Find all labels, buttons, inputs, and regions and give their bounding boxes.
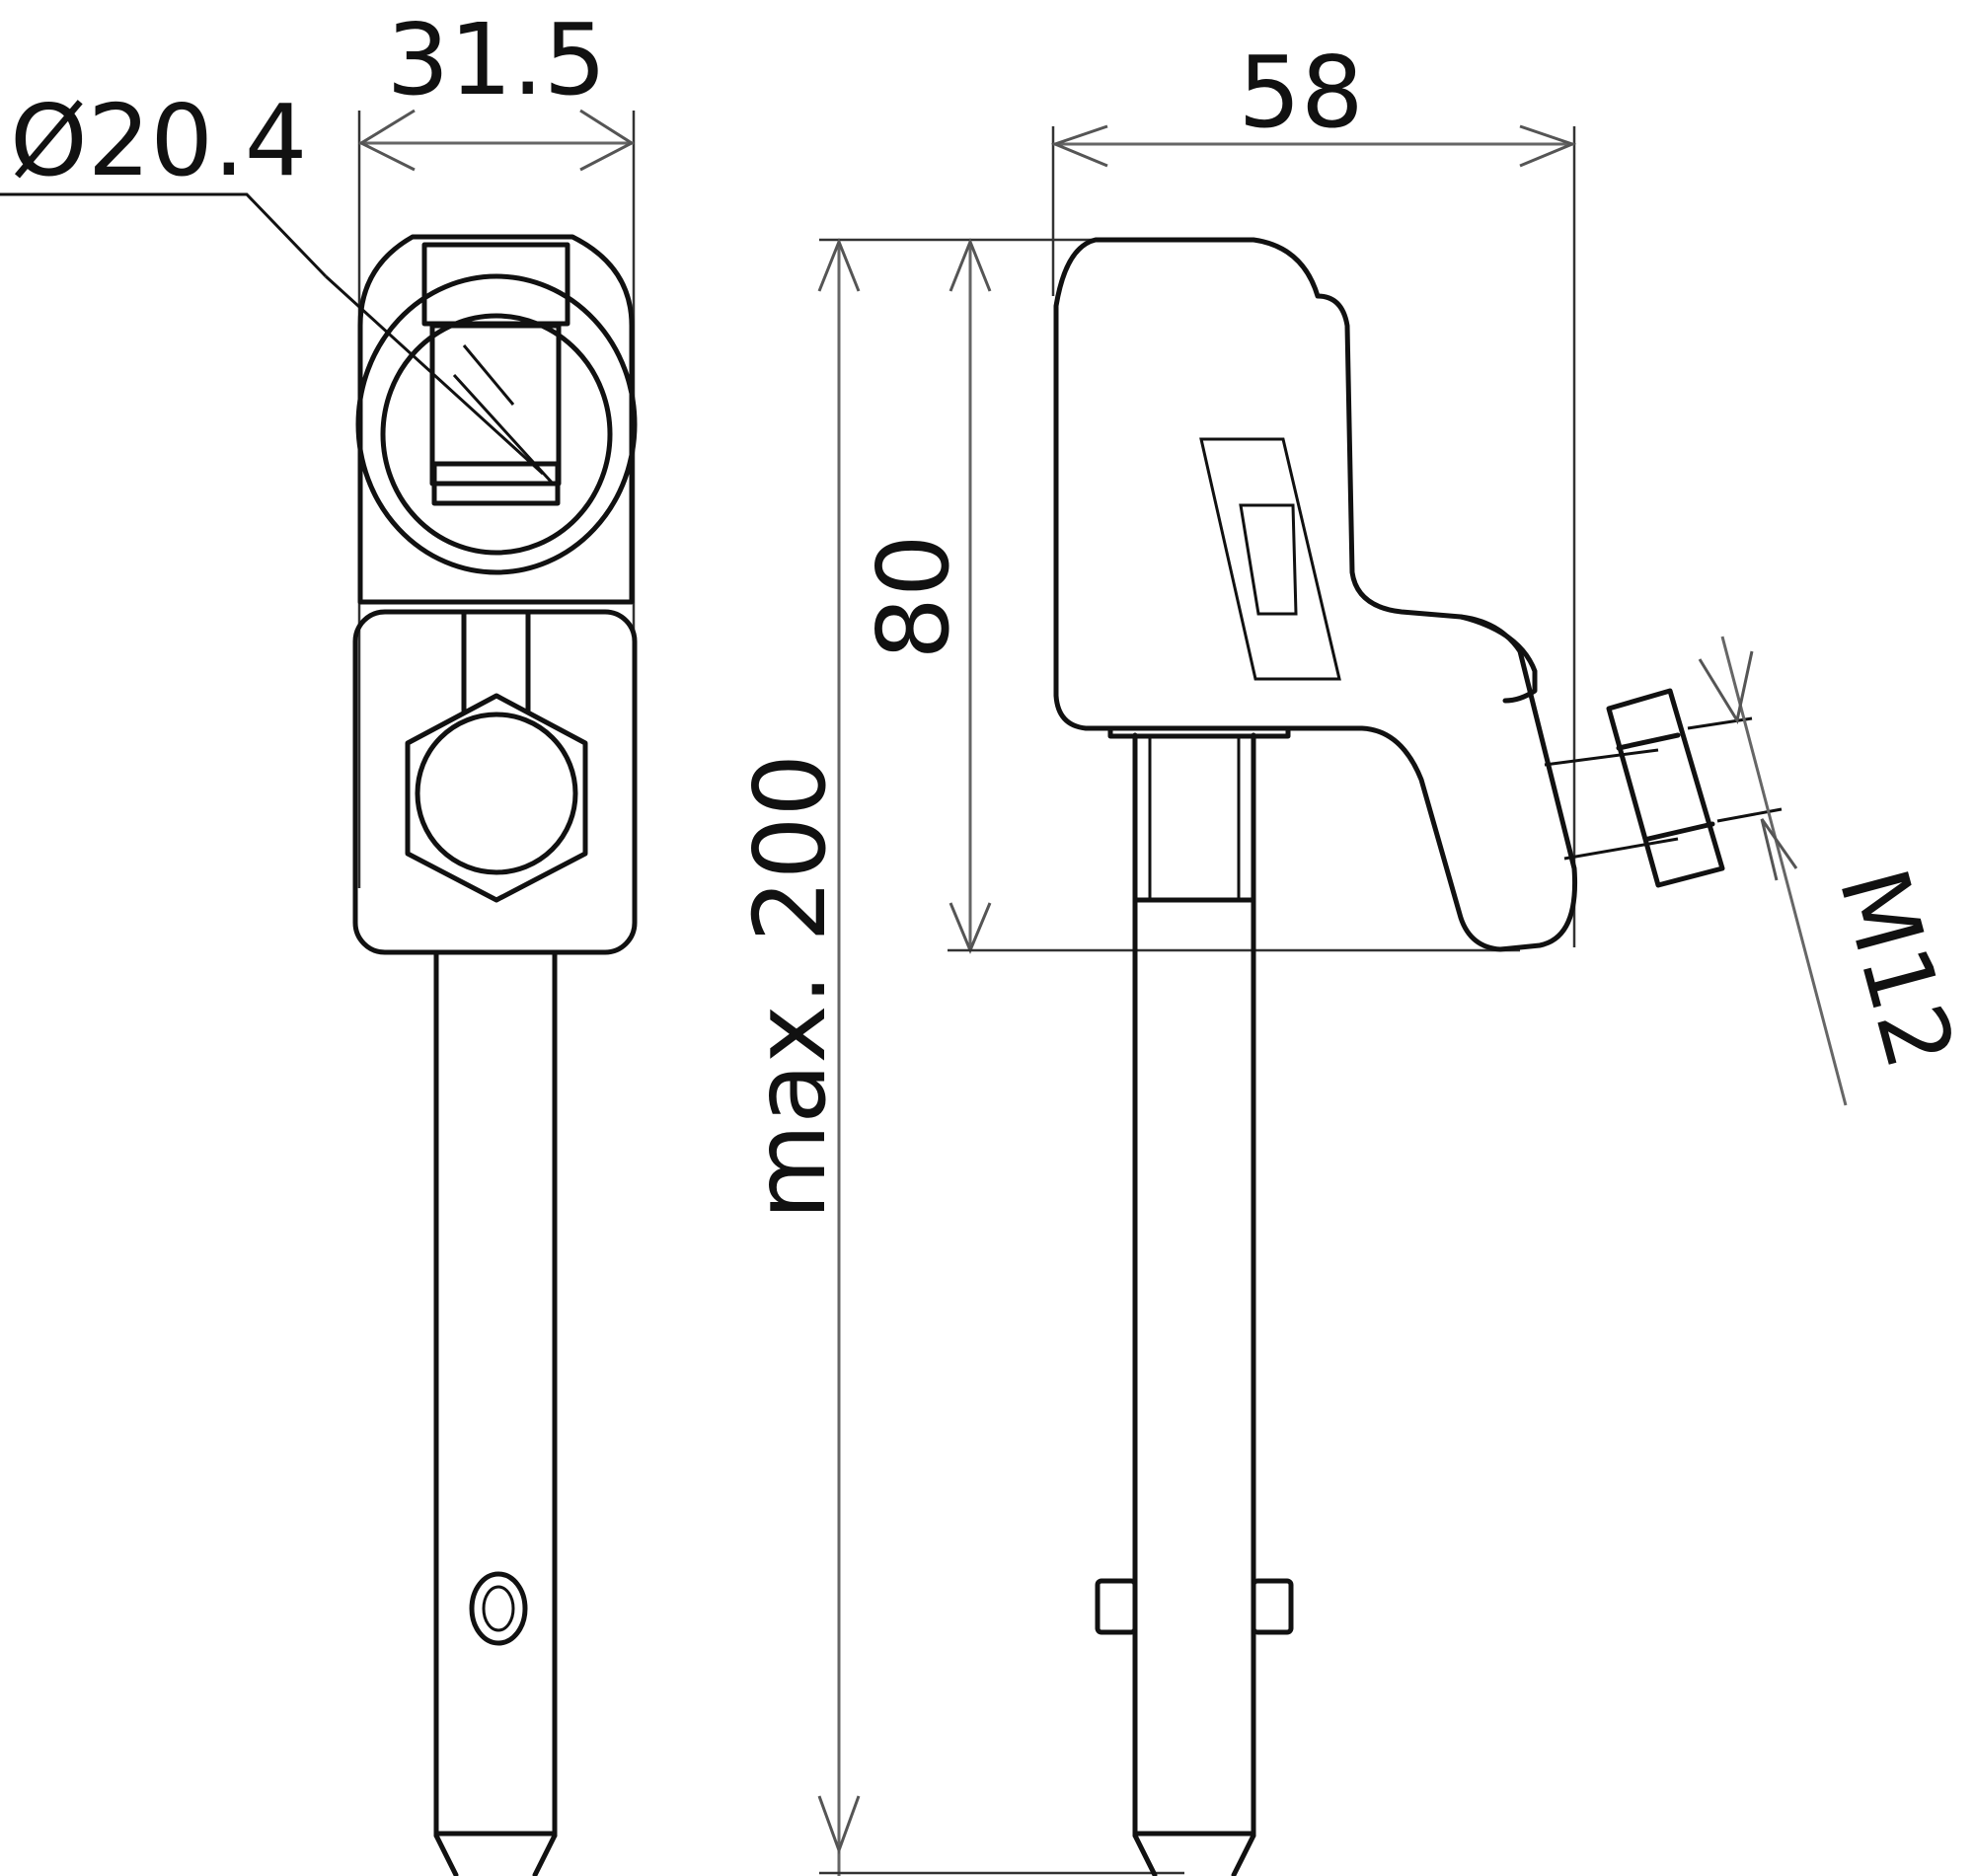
clamp-body-front xyxy=(352,609,638,955)
clamp-head-front xyxy=(355,234,638,605)
dimension-height: 80 xyxy=(856,237,1520,954)
dimension-width-side: 58 xyxy=(1050,35,1577,947)
dimension-label-thread: M12 xyxy=(1818,859,1974,1080)
side-view: 58 M12 xyxy=(1050,35,1974,1876)
pin-right-icon xyxy=(1251,1578,1294,1635)
hex-nut-icon xyxy=(405,693,588,903)
side-nut-icon xyxy=(1606,688,1725,888)
clamp-body-side xyxy=(1053,237,1578,952)
dimension-diameter: Ø20.4 xyxy=(0,83,545,476)
front-view: 31.5 Ø20.4 xyxy=(0,2,638,1876)
dimension-length: max. 200 xyxy=(732,237,1184,1876)
dimension-label-diameter: Ø20.4 xyxy=(10,83,307,198)
pin-left-icon xyxy=(1095,1578,1138,1635)
rod-front xyxy=(433,949,558,1876)
dimension-label-width-front: 31.5 xyxy=(387,2,607,117)
logo-plate-icon xyxy=(1199,437,1341,681)
dimension-label-length: max. 200 xyxy=(732,754,848,1220)
rod-side xyxy=(1095,732,1294,1876)
dimension-label-width-side: 58 xyxy=(1238,35,1363,150)
thread-m12: M12 xyxy=(1544,636,1974,1106)
dimension-width-front: 31.5 xyxy=(357,2,636,888)
dimension-label-height: 80 xyxy=(856,534,971,659)
rod-hole-icon xyxy=(469,1571,528,1646)
